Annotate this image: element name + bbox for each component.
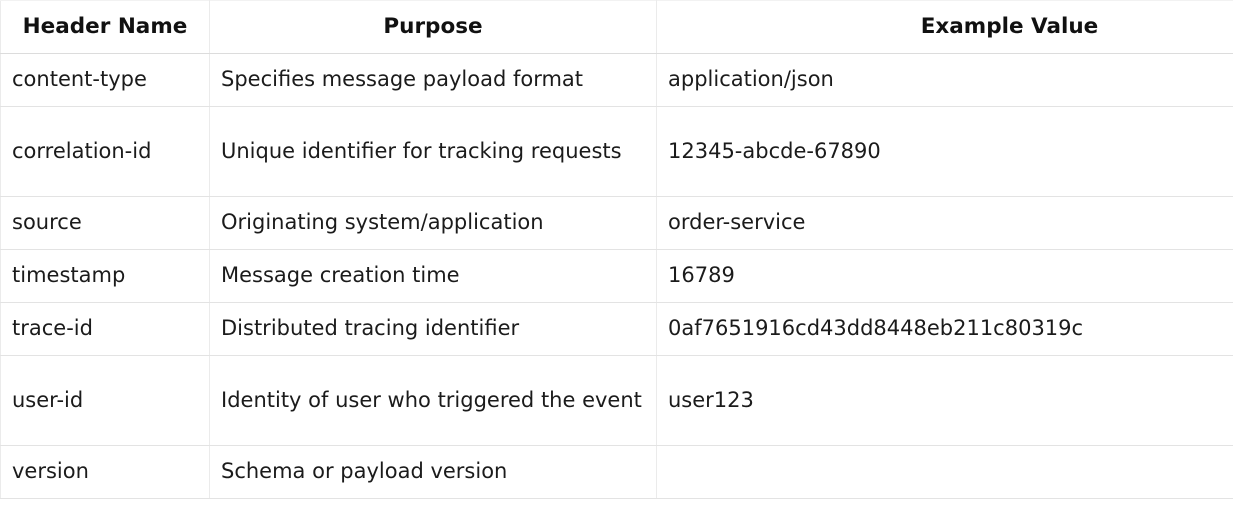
cell-example-value: 12345-abcde-67890: [656, 106, 1233, 197]
cell-example-value: 16789: [656, 249, 1233, 303]
cell-header-name: source: [0, 196, 210, 250]
cell-example-value: application/json: [656, 53, 1233, 107]
column-header-example-value: Example Value: [656, 0, 1233, 54]
table-header-row: Header Name Purpose Example Value: [0, 0, 1233, 54]
cell-purpose: Distributed tracing identifier: [209, 302, 657, 356]
cell-example-value: [656, 445, 1233, 499]
cell-header-name: version: [0, 445, 210, 499]
cell-header-name: content-type: [0, 53, 210, 107]
message-headers-table: Header Name Purpose Example Value conten…: [0, 0, 1233, 499]
cell-purpose: Unique identifier for tracking requests: [209, 106, 657, 197]
cell-purpose: Specifies message payload format: [209, 53, 657, 107]
table-header: Header Name Purpose Example Value: [0, 0, 1233, 54]
cell-purpose: Identity of user who triggered the event: [209, 355, 657, 446]
cell-header-name: timestamp: [0, 249, 210, 303]
cell-header-name: correlation-id: [0, 106, 210, 197]
cell-example-value: 0af7651916cd43dd8448eb211c80319c: [656, 302, 1233, 356]
column-header-header-name: Header Name: [0, 0, 210, 54]
cell-purpose: Originating system/application: [209, 196, 657, 250]
column-header-purpose: Purpose: [209, 0, 657, 54]
cell-purpose: Schema or payload version: [209, 445, 657, 499]
cell-header-name: user-id: [0, 355, 210, 446]
cell-purpose: Message creation time: [209, 249, 657, 303]
cell-example-value: user123: [656, 355, 1233, 446]
cell-header-name: trace-id: [0, 302, 210, 356]
cell-example-value: order-service: [656, 196, 1233, 250]
